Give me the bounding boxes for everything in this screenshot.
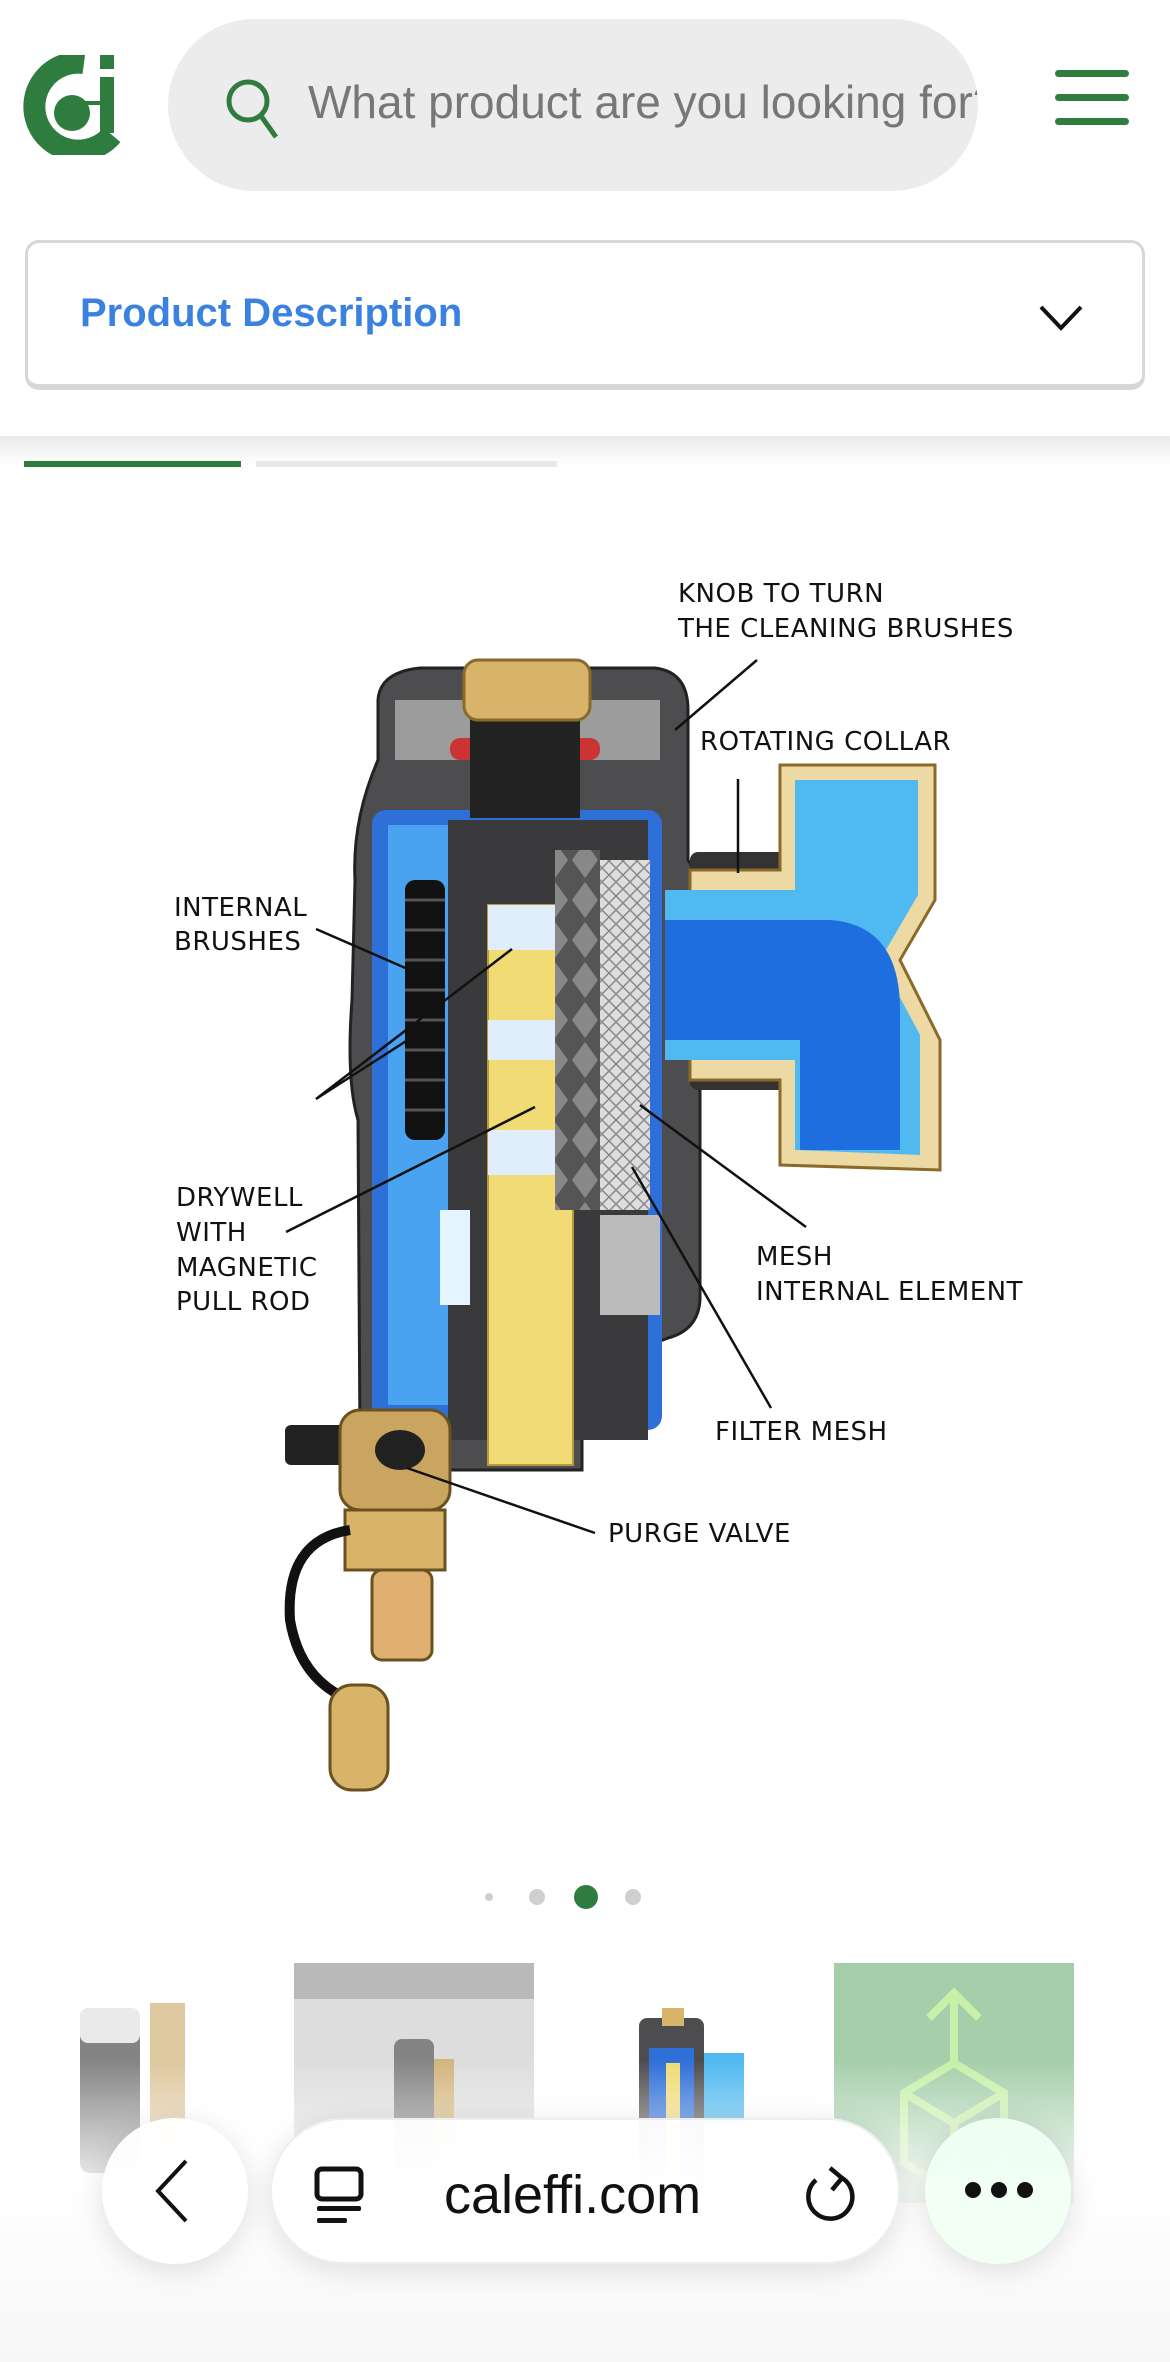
- search-placeholder: What product are you looking for?: [308, 76, 978, 128]
- label-collar: ROTATING COLLAR: [700, 727, 951, 757]
- leader-lines: [285, 659, 807, 1535]
- search-icon: [226, 79, 278, 139]
- url-text: caleffi.com: [444, 2165, 702, 2225]
- purge-valve: [284, 1408, 452, 1792]
- caleffi-logo[interactable]: [22, 51, 122, 162]
- carousel-dot-1[interactable]: [485, 1893, 493, 1901]
- tabs-icon[interactable]: [314, 2166, 364, 2226]
- back-button[interactable]: [102, 2118, 248, 2264]
- label-purge-valve: PURGE VALVE: [608, 1519, 791, 1549]
- outlet-fitting: [665, 763, 942, 1172]
- gallery-progress-active: [24, 461, 241, 467]
- reload-icon[interactable]: [802, 2164, 858, 2226]
- label-knob-line1: KNOB TO TURN: [678, 579, 884, 609]
- more-button[interactable]: [925, 2118, 1071, 2264]
- label-drywell-line1: DRYWELL: [176, 1183, 303, 1213]
- product-description-accordion[interactable]: Product Description: [25, 240, 1145, 390]
- label-knob-line2: THE CLEANING BRUSHES: [677, 614, 1014, 644]
- back-icon: [155, 2159, 188, 2223]
- carousel-dot-4[interactable]: [625, 1889, 641, 1905]
- label-drywell-line2: WITH: [176, 1218, 247, 1248]
- chevron-down-icon: [1039, 305, 1083, 331]
- carousel-dot-2[interactable]: [529, 1889, 545, 1905]
- label-mesh-line2: INTERNAL ELEMENT: [756, 1277, 1023, 1307]
- carousel-dot-active[interactable]: [574, 1885, 598, 1909]
- more-icon: [965, 2182, 1033, 2198]
- label-drywell-line3: MAGNETIC: [176, 1253, 318, 1283]
- hamburger-icon[interactable]: [1055, 68, 1129, 128]
- label-brushes-line1: INTERNAL: [174, 893, 307, 923]
- cutaway-diagram[interactable]: KNOB TO TURN THE CLEANING BRUSHES ROTATI…: [0, 500, 1170, 1840]
- label-brushes-line2: BRUSHES: [174, 927, 301, 957]
- label-drywell-line4: PULL ROD: [176, 1287, 311, 1317]
- internal-brushes: [405, 880, 445, 1140]
- accordion-title: Product Description: [80, 291, 463, 335]
- address-bar[interactable]: caleffi.com: [270, 2118, 900, 2264]
- gallery-progress-inactive: [256, 461, 557, 467]
- filter-mesh: [600, 860, 650, 1210]
- label-mesh-line1: MESH: [756, 1242, 833, 1272]
- knob: [462, 658, 592, 722]
- purge-cap: [328, 1683, 390, 1792]
- label-filter-mesh: FILTER MESH: [715, 1417, 888, 1447]
- search-input[interactable]: What product are you looking for?: [168, 19, 978, 191]
